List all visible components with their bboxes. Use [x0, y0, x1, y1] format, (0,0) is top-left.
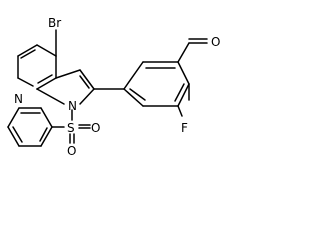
bond-c2-n1 [79, 88, 95, 105]
bond-ph-4 [7, 126, 20, 147]
atom-sulfonyl-o-left: O [91, 121, 100, 135]
atom-pyrrole-n: N [68, 99, 77, 113]
fluorobenzaldehyde-ring [123, 61, 190, 107]
bond-ph-4-inner [12, 126, 23, 143]
bond-ar-6 [123, 88, 144, 107]
bond-ar-1 [123, 61, 144, 90]
molecule-svg: Br N N O F S O O [7, 16, 220, 158]
pyrrole-ring [36, 69, 95, 105]
bond-ph-1 [40, 107, 53, 128]
bond-c7a-c3a-inner [37, 74, 53, 84]
atom-pyridine-n: N [14, 92, 23, 106]
bond-ph-3 [7, 107, 20, 128]
atom-sulfur: S [67, 121, 75, 135]
bond-ar-6-inner [129, 88, 146, 101]
bond-c3a-c3 [55, 69, 81, 79]
bond-ar-3 [177, 61, 190, 85]
bond-c3-c2 [79, 69, 95, 90]
bond-n1-c7a [36, 88, 65, 105]
bond-n7-c7a [17, 77, 34, 87]
bond-ar-4-inner [174, 83, 185, 102]
bond-c7a-c3a [36, 77, 57, 90]
bond-c5-c6 [17, 44, 38, 57]
atom-bromine: Br [48, 16, 61, 30]
bond-ph-6 [40, 126, 53, 147]
phenyl-ring [7, 107, 53, 147]
atom-fluorine: F [181, 121, 188, 135]
bond-ar-4 [177, 83, 190, 107]
bond-c5-c6-inner [20, 49, 36, 59]
bond-ph-6-inner [39, 127, 48, 142]
bond-ar-cho [177, 42, 190, 63]
bond-c3-c2-inner [79, 75, 90, 89]
bond-c4-c5 [36, 44, 57, 57]
pyridine-ring [17, 44, 57, 90]
atom-aldehyde-o: O [211, 35, 220, 49]
structure-diagram: Br N N O F S O O [7, 16, 220, 158]
atom-sulfonyl-o-bottom: O [67, 144, 76, 158]
bond-ar-f-stub [177, 105, 183, 117]
